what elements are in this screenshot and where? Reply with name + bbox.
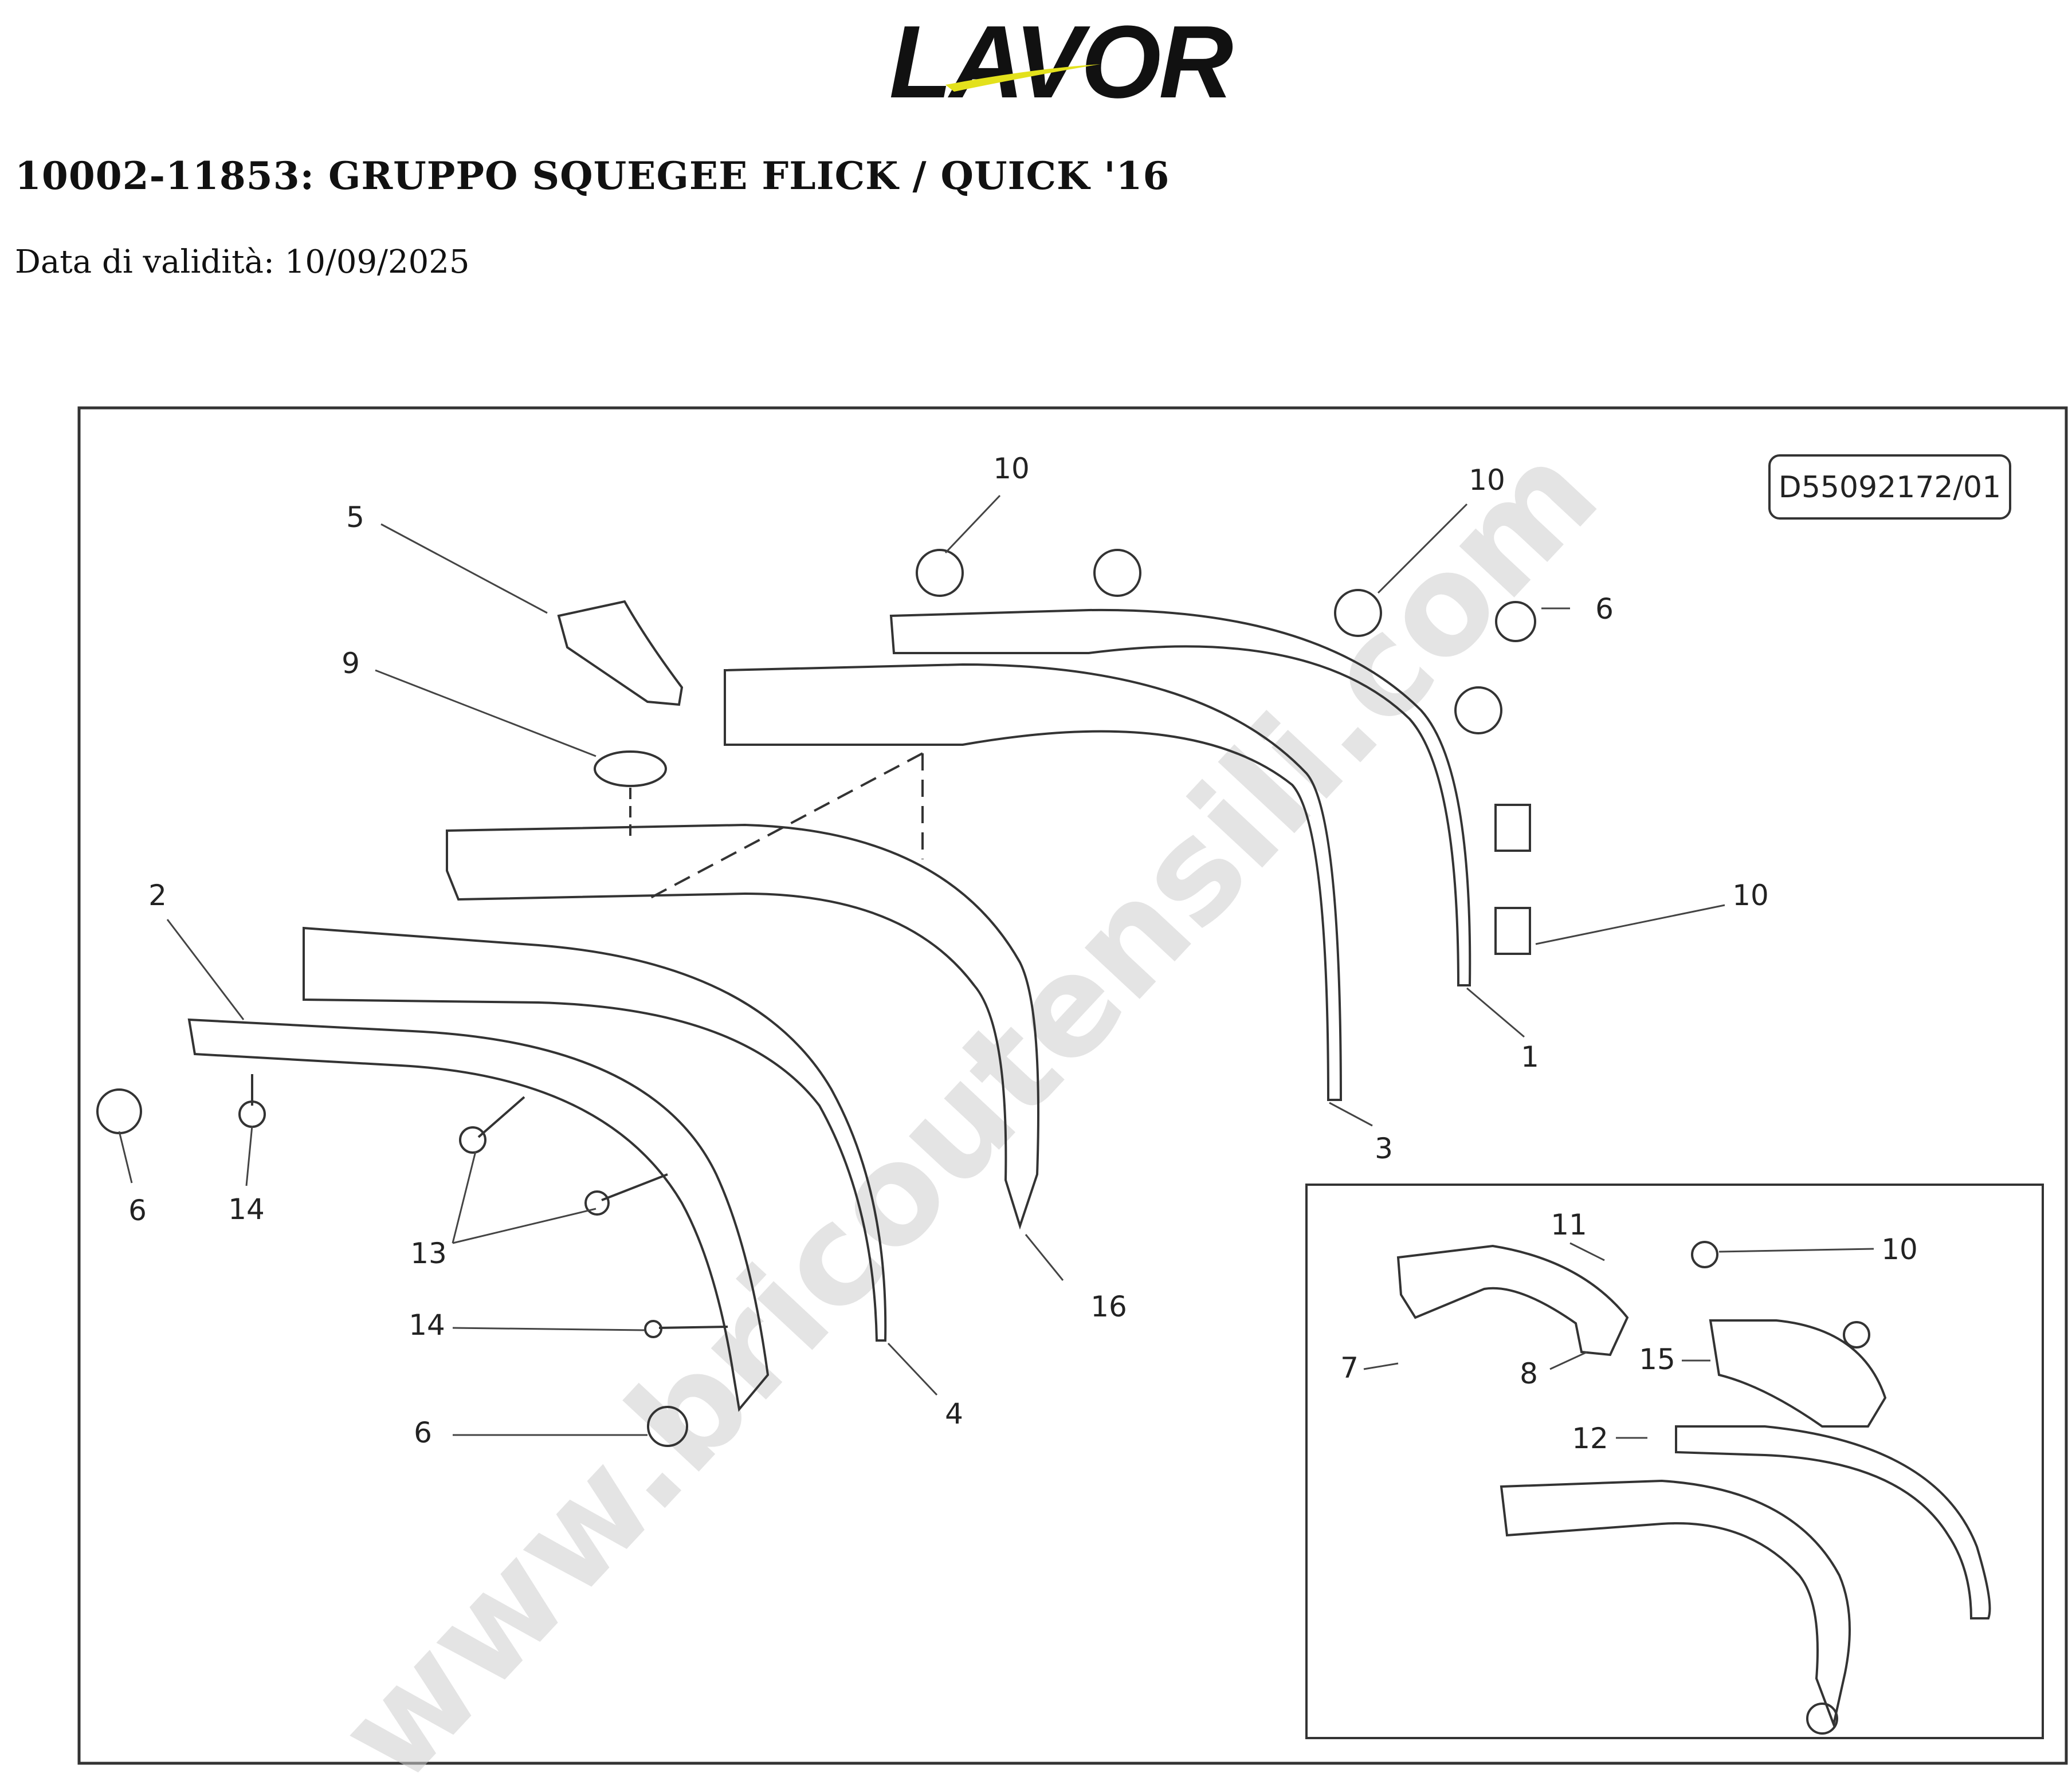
squeegee-body-16 [446, 823, 1039, 1230]
callout-5: 5 [346, 501, 364, 534]
blade-4 [303, 926, 887, 1342]
callout-10-inset: 10 [1881, 1233, 1918, 1266]
blade-2 [187, 1018, 770, 1412]
pin-13-a [477, 1096, 525, 1138]
knob-10-d [1454, 686, 1502, 734]
pin-13-a-head [459, 1126, 486, 1154]
inset-wheel [1806, 1703, 1838, 1735]
inset-knob-extra [1843, 1321, 1870, 1349]
pin-14-b [658, 1326, 728, 1329]
callout-6-bottom: 6 [414, 1416, 432, 1449]
knob-10-e [1494, 804, 1531, 852]
callout-10-top-left: 10 [993, 452, 1030, 485]
inset-blade-12 [1675, 1425, 1991, 1619]
callout-6-top: 6 [1595, 592, 1614, 626]
callout-labels: 10 10 5 6 9 10 2 1 3 6 14 13 16 14 4 6 1… [128, 452, 1918, 1455]
callout-1: 1 [1521, 1040, 1539, 1074]
callout-10-top-right: 10 [1469, 463, 1505, 497]
callout-8: 8 [1520, 1357, 1538, 1390]
inset-mount-15 [1709, 1319, 1887, 1428]
knob-10-f [1494, 907, 1531, 955]
hose-connector-5 [557, 600, 684, 706]
inset-squeegee-body [1500, 1479, 1851, 1729]
callout-7: 7 [1340, 1351, 1359, 1385]
callout-16: 16 [1090, 1290, 1127, 1323]
callout-2: 2 [148, 879, 167, 912]
callout-11: 11 [1551, 1208, 1587, 1241]
watermark: www.bricoutensili.com [308, 414, 1628, 1773]
knob-10-b [1093, 549, 1141, 597]
knob-10-a [916, 549, 964, 597]
drawing-code: D55092172/01 [1779, 470, 2001, 505]
wheel-6-bottom [647, 1406, 688, 1447]
callout-15: 15 [1639, 1343, 1675, 1376]
page-title: 10002-11853: GRUPPO SQUEGEE FLICK / QUIC… [15, 154, 1170, 198]
logo-swoosh [945, 64, 1100, 92]
blade-3 [724, 663, 1343, 1101]
blade-1 [889, 608, 1471, 986]
callout-14-bottom: 14 [409, 1308, 445, 1342]
validity-date: Data di validità: 10/09/2025 [15, 243, 470, 281]
callout-12: 12 [1572, 1422, 1608, 1455]
parts-art [96, 549, 1536, 1447]
knob-10-c [1334, 589, 1382, 637]
callout-3: 3 [1375, 1132, 1393, 1165]
callout-13: 13 [410, 1237, 447, 1270]
pin-13-b-head [584, 1190, 610, 1216]
callout-9: 9 [342, 647, 360, 680]
callout-10-right: 10 [1732, 879, 1769, 912]
logo-text: LAVOR [889, 11, 1233, 109]
wheel-6-left [96, 1088, 142, 1134]
inset-bracket-8 [1396, 1244, 1629, 1357]
lavor-logo: LAVOR [889, 11, 1235, 109]
callout-14-left: 14 [228, 1193, 265, 1226]
inset-frame [1305, 1184, 2044, 1739]
leader-lines [118, 494, 1725, 1436]
inset-detail [1305, 1184, 2044, 1739]
inset-knob-10 [1691, 1241, 1718, 1268]
pin-13-b [601, 1173, 668, 1201]
drawing-code-box: D55092172/01 [1768, 454, 2011, 520]
callout-6-left: 6 [128, 1194, 147, 1227]
pin-14-b-head [644, 1320, 662, 1338]
wheel-6-top [1495, 601, 1536, 642]
inset-leader-lines [1363, 1242, 1874, 1439]
callout-4: 4 [945, 1397, 963, 1430]
diagram-frame [77, 406, 2068, 1765]
o-ring-9 [594, 750, 667, 787]
